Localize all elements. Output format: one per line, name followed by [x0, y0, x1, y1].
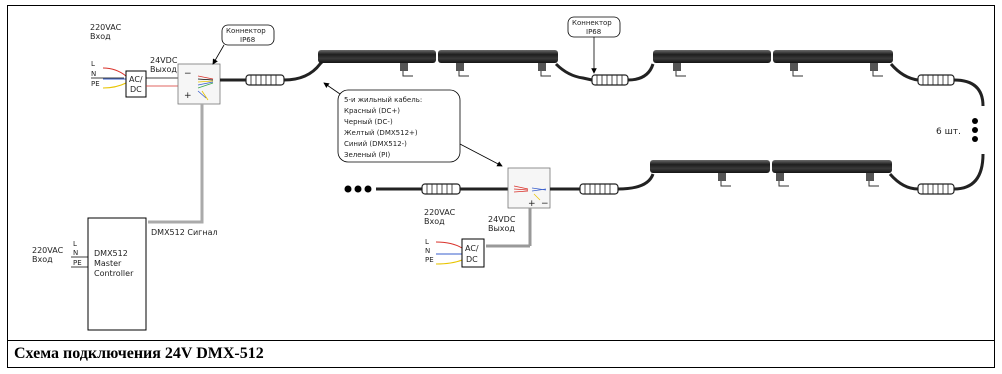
- controller-line1: DMX512: [94, 249, 128, 258]
- psu-bottom-box-line1: AC/: [465, 244, 479, 253]
- psu-bottom-output-line2: Выход: [488, 224, 515, 233]
- psu-top-output-line2: Выход: [150, 65, 177, 74]
- top-cable-run: [220, 54, 330, 86]
- dmx-controller: DMX512 Master Controller 220VAC Вход L N…: [32, 217, 147, 331]
- led-fixture: [438, 50, 558, 63]
- fixture-group-top-right: [653, 50, 985, 107]
- count-label: 6 шт.: [936, 127, 961, 137]
- led-fixture: [650, 160, 770, 173]
- psu-top-n: N: [91, 70, 96, 78]
- led-fixture: [773, 50, 893, 63]
- diagram-frame: 220VAC Вход L N PE AC/ DC 24VDC Выход −: [7, 5, 995, 368]
- psu-top-minus: −: [184, 69, 192, 79]
- psu-bottom-input-line1: 220VAC: [424, 208, 456, 217]
- cable-callout-line: Синий (DMX512-): [344, 140, 407, 148]
- psu-top-plus: +: [184, 91, 192, 101]
- connector-callout-1: Коннектор IP68: [212, 24, 275, 65]
- dmx-signal-label: DMX512 Сигнал: [151, 228, 218, 237]
- controller-box: [87, 217, 147, 331]
- psu-top-box: [125, 70, 147, 98]
- dmx-signal-line: DMX512 Сигнал: [148, 104, 218, 237]
- psu-bottom-l: L: [425, 238, 429, 246]
- diagram-caption: Схема подключения 24V DMX-512: [14, 345, 264, 362]
- cable-callout-line: Черный (DC-): [344, 118, 393, 126]
- count-indicator: 6 шт.: [936, 118, 985, 191]
- connector-callout-1-line1: Коннектор: [226, 27, 266, 35]
- controller-l: L: [73, 240, 77, 248]
- cable-callout-line: Зеленый (PI): [344, 151, 390, 159]
- psu-top-input-line2: Вход: [90, 32, 111, 41]
- cable-callout-line: Желтый (DMX512+): [344, 129, 418, 137]
- psu-bottom-output-line1: 24VDC: [488, 215, 516, 224]
- cable-callout-title: 5-и жильный кабель:: [344, 96, 422, 104]
- controller-line3: Controller: [94, 269, 134, 278]
- controller-line2: Master: [94, 259, 122, 268]
- psu-bottom-plus: +: [528, 199, 536, 209]
- cable-callout: 5-и жильный кабель: Красный (DC+) Черный…: [323, 82, 503, 167]
- fixture-group-top-left: [318, 50, 655, 86]
- junction-box-top: [177, 63, 221, 105]
- psu-top-box-line1: AC/: [129, 75, 143, 84]
- led-fixture: [318, 50, 436, 63]
- psu-top-box-line2: DC: [130, 85, 142, 94]
- psu-top-output-line1: 24VDC: [150, 56, 178, 65]
- psu-bottom: 220VAC Вход 24VDC Выход L N PE AC/ DC: [424, 208, 532, 268]
- connector-plug: [245, 74, 285, 86]
- led-fixture: [772, 160, 892, 173]
- controller-pe: PE: [73, 259, 82, 267]
- psu-bottom-minus: −: [541, 199, 549, 209]
- psu-top-pe: PE: [91, 80, 100, 88]
- cable-callout-line: Красный (DC+): [344, 107, 400, 115]
- bottom-cable-run: + −: [344, 167, 655, 209]
- controller-input-line2: Вход: [32, 255, 53, 264]
- psu-bottom-pe: PE: [425, 256, 434, 264]
- fixture-group-bottom: [650, 160, 955, 195]
- psu-top-l: L: [91, 60, 95, 68]
- wiring-diagram-svg: 220VAC Вход L N PE AC/ DC 24VDC Выход −: [32, 16, 985, 331]
- psu-top: 220VAC Вход L N PE AC/ DC 24VDC Выход −: [90, 23, 221, 105]
- connector-callout-2-line2: IP68: [586, 28, 601, 36]
- caption-divider: [8, 340, 994, 341]
- psu-bottom-box-line2: DC: [466, 255, 478, 264]
- connector-callout-2-line1: Коннектор: [572, 19, 612, 27]
- wiring-diagram: 220VAC Вход L N PE AC/ DC 24VDC Выход −: [8, 6, 994, 340]
- connector-callout-1-line2: IP68: [240, 36, 255, 44]
- psu-bottom-input-line2: Вход: [424, 217, 445, 226]
- controller-n: N: [73, 249, 78, 257]
- psu-bottom-n: N: [425, 247, 430, 255]
- psu-top-input-line1: 220VAC: [90, 23, 122, 32]
- psu-bottom-box: [461, 238, 485, 268]
- controller-input-line1: 220VAC: [32, 246, 64, 255]
- connector-callout-2: Коннектор IP68: [567, 16, 621, 74]
- led-fixture: [653, 50, 771, 63]
